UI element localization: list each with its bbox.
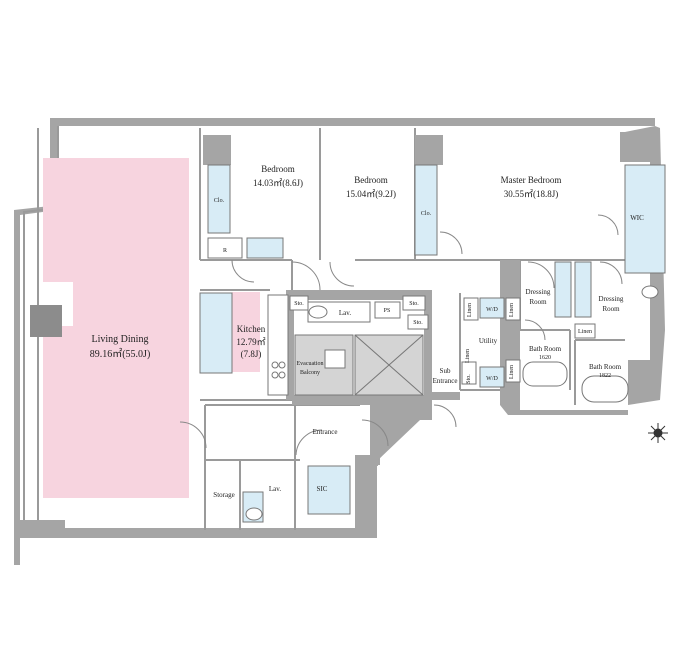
master-bedroom-area: 30.55㎡(18.8J) — [504, 189, 559, 199]
bath-room2-label: Bath Room — [589, 363, 622, 371]
ps-label: PS — [384, 308, 391, 314]
kitchen-area: 12.79㎡ — [236, 337, 265, 347]
master-bedroom-label: Master Bedroom — [501, 175, 562, 185]
bathtub-1 — [522, 361, 568, 387]
living-dining-highlight — [43, 158, 189, 498]
entrance-label: Entrance — [313, 428, 338, 436]
lav1-label: Lav. — [339, 309, 351, 317]
sto-box-3 — [407, 314, 429, 330]
compass-rose-icon — [648, 423, 668, 443]
dressing-room1-line1: Dressing — [526, 288, 551, 296]
evacuation-hatch — [324, 349, 346, 369]
toilet — [641, 285, 659, 299]
storage-label: Storage — [213, 491, 234, 499]
sub-entrance-line2: Entrance — [433, 377, 458, 385]
linen-shelves — [461, 297, 596, 385]
sto3-label: Sto. — [413, 320, 423, 326]
kitchen-jo: (7.8J) — [241, 349, 262, 359]
linen5-label: Linen — [465, 349, 471, 363]
toilet — [308, 305, 328, 319]
clo2-label: Clo. — [421, 211, 432, 217]
utility-fixtures — [479, 297, 505, 388]
refrigerator-box — [207, 237, 243, 259]
linen1-label: Linen — [467, 303, 473, 317]
clo1-label: Clo. — [214, 198, 225, 204]
linen3-label: Linen — [509, 365, 515, 379]
stove-burner — [271, 371, 279, 379]
sub-entrance-line1: Sub — [440, 367, 451, 375]
sic-label: SIC — [317, 485, 328, 493]
wd2-label: W/D — [486, 376, 498, 382]
bedroom1-area: 14.03㎡(8.6J) — [253, 178, 303, 188]
kitchen-island — [199, 292, 233, 374]
ps-box — [374, 301, 401, 319]
dressing-room2-line2: Room — [602, 305, 620, 313]
door-swings — [179, 214, 623, 456]
wall-masses — [203, 132, 650, 465]
sto-box-1 — [289, 295, 309, 311]
living-dining-label: Living Dining — [92, 334, 149, 345]
evacuation-line1: Evacuation — [297, 361, 324, 367]
bedroom1-label: Bedroom — [261, 164, 295, 174]
bath-room1-label: Bath Room — [529, 345, 562, 353]
sto4-label: Sto. — [466, 374, 472, 384]
bath-room2-size: 1822 — [599, 373, 611, 379]
bath-room1-size: 1620 — [539, 355, 551, 361]
stove-burner — [278, 371, 286, 379]
lav2-label: Lav. — [269, 485, 281, 493]
sto1-label: Sto. — [294, 301, 304, 307]
dressing-room1-line2: Room — [529, 298, 547, 306]
bathtub-2 — [581, 375, 629, 403]
linen2-label: Linen — [509, 303, 515, 317]
kitchen-label: Kitchen — [237, 324, 266, 334]
evacuation-line2: Balcony — [300, 370, 320, 376]
living-dining-area: 89.16㎡(55.0J) — [90, 348, 151, 360]
toilet — [245, 507, 263, 521]
r-label: R — [223, 248, 227, 254]
sto-box-2 — [402, 295, 426, 311]
stove-burner — [271, 361, 279, 369]
core-shaft-diagonal — [354, 334, 424, 396]
utility-label: Utility — [479, 337, 498, 345]
kitchen-counter — [267, 294, 289, 396]
column-block — [30, 305, 62, 337]
dressing-room2-line1: Dressing — [599, 295, 624, 303]
bedroom2-area: 15.04㎡(9.2J) — [346, 189, 396, 199]
linen4-label: Linen — [578, 329, 592, 335]
wd1-label: W/D — [486, 307, 498, 313]
kitchen-highlight — [232, 292, 260, 372]
sto2-label: Sto. — [409, 301, 419, 307]
wic-label: WIC — [630, 214, 644, 222]
bedroom2-label: Bedroom — [354, 175, 388, 185]
stove-burner — [278, 361, 286, 369]
